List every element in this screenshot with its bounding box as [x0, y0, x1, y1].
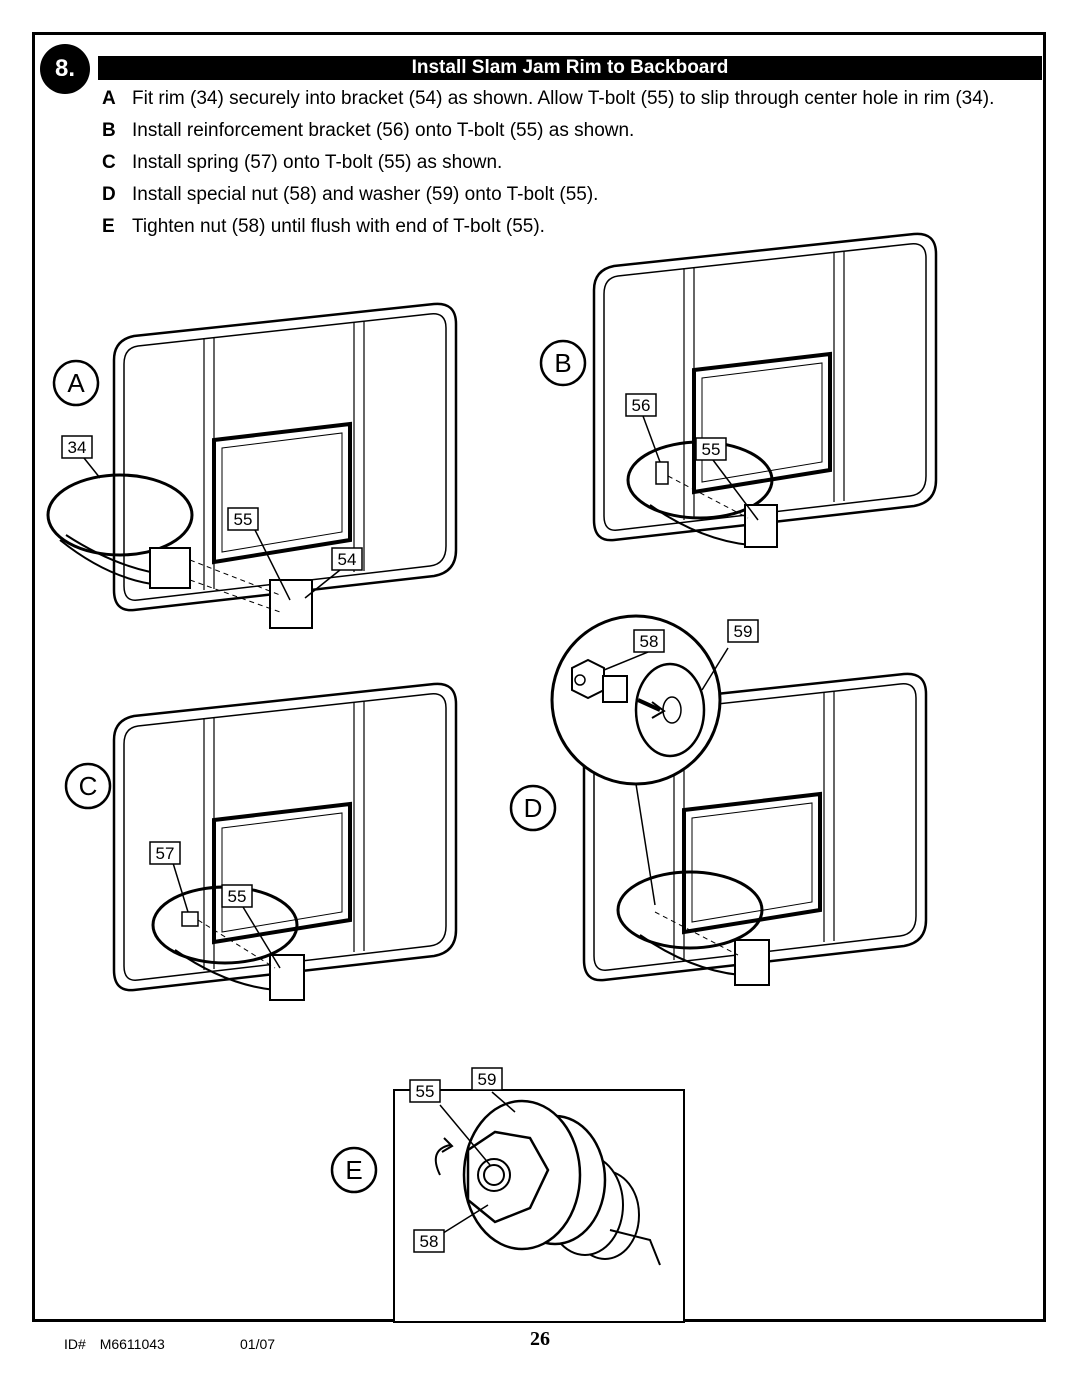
part-label-a-54: 54	[331, 547, 363, 571]
footer-id: ID# M6611043	[64, 1336, 165, 1352]
figure-e	[393, 1089, 685, 1323]
part-label-d-59: 59	[727, 619, 759, 643]
svg-text:55: 55	[228, 887, 247, 906]
figure-label-d: D	[509, 784, 557, 832]
part-label-b-55: 55	[695, 437, 727, 461]
instruction-text: Install reinforcement bracket (56) onto …	[132, 120, 635, 141]
figure-label-a: A	[52, 359, 100, 407]
instruction-d: D Install special nut (58) and washer (5…	[102, 182, 1002, 208]
instruction-letter: D	[102, 184, 116, 205]
instruction-text: Fit rim (34) securely into bracket (54) …	[132, 88, 995, 109]
svg-text:34: 34	[68, 438, 87, 457]
figure-letter: E	[345, 1155, 362, 1185]
part-label-e-55: 55	[409, 1079, 441, 1103]
svg-text:58: 58	[420, 1232, 439, 1251]
part-label-d-58: 58	[633, 629, 665, 653]
instruction-letter: C	[102, 152, 116, 173]
part-label-e-58: 58	[413, 1229, 445, 1253]
instruction-letter: E	[102, 216, 115, 237]
svg-text:55: 55	[702, 440, 721, 459]
part-label-a-55: 55	[227, 507, 259, 531]
part-label-c-57: 57	[149, 841, 181, 865]
figure-label-c: C	[64, 762, 112, 810]
step-title: Install Slam Jam Rim to Backboard	[98, 56, 1042, 80]
svg-text:55: 55	[416, 1082, 435, 1101]
footer-id-label: ID#	[64, 1336, 86, 1352]
footer-id-value: M6611043	[99, 1336, 165, 1352]
part-label-c-55: 55	[221, 884, 253, 908]
instruction-letter: A	[102, 88, 116, 109]
figure-letter: D	[524, 793, 543, 823]
footer-date: 01/07	[240, 1336, 276, 1352]
instruction-b: B Install reinforcement bracket (56) ont…	[102, 118, 1002, 144]
svg-text:58: 58	[640, 632, 659, 651]
instruction-letter: B	[102, 120, 116, 141]
instruction-text: Install special nut (58) and washer (59)…	[132, 184, 599, 205]
figure-letter: B	[554, 348, 571, 378]
svg-text:56: 56	[632, 396, 651, 415]
figure-d	[550, 614, 928, 986]
figure-a	[46, 301, 458, 629]
instruction-a: A Fit rim (34) securely into bracket (54…	[102, 86, 1002, 112]
figure-letter: C	[79, 771, 98, 801]
svg-text:57: 57	[156, 844, 175, 863]
figure-c	[112, 681, 458, 1001]
svg-text:55: 55	[234, 510, 253, 529]
instruction-text: Tighten nut (58) until flush with end of…	[132, 216, 545, 237]
svg-text:59: 59	[734, 622, 753, 641]
part-label-a-34: 34	[61, 435, 93, 459]
page-number: 26	[530, 1328, 550, 1350]
figure-label-b: B	[539, 339, 587, 387]
figure-b	[592, 231, 938, 548]
step-number-badge: 8.	[40, 44, 90, 94]
instruction-text: Install spring (57) onto T-bolt (55) as …	[132, 152, 503, 173]
svg-text:54: 54	[338, 550, 357, 569]
figure-letter: A	[67, 368, 85, 398]
instruction-c: C Install spring (57) onto T-bolt (55) a…	[102, 150, 1002, 176]
figure-label-e: E	[330, 1146, 378, 1194]
instruction-e: E Tighten nut (58) until flush with end …	[102, 214, 1002, 240]
part-label-e-59: 59	[471, 1067, 503, 1091]
part-label-b-56: 56	[625, 393, 657, 417]
instruction-list: A Fit rim (34) securely into bracket (54…	[102, 86, 1002, 246]
svg-text:59: 59	[478, 1070, 497, 1089]
